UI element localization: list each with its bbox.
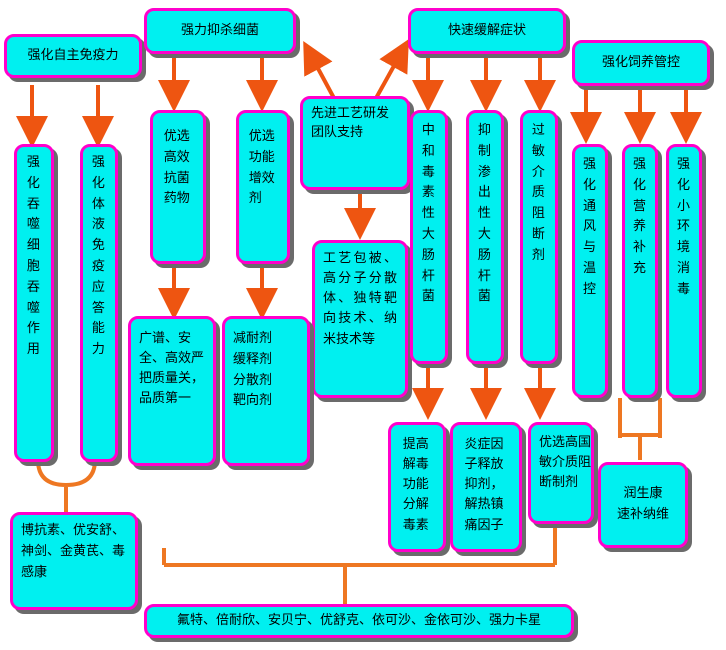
node-nutrition: 强化营养补充 xyxy=(622,144,658,398)
node-rapid-relief: 快速缓解症状 xyxy=(408,8,566,54)
node-strengthen-immunity: 强化自主免疫力 xyxy=(4,34,142,78)
node-import-allergy: 优选高国敏介质阻断制剂 xyxy=(528,422,594,524)
node-allergy-blocker: 过敏介质阻断剂 xyxy=(520,110,558,364)
bracket-connector xyxy=(162,525,557,605)
node-inhibit-bacteria: 强力抑杀细菌 xyxy=(144,8,296,54)
node-ventilation: 强化通风与温控 xyxy=(572,144,608,398)
node-nutrition-product: 润生康 速补纳维 xyxy=(598,462,688,548)
node-rd-team: 先进工艺研发团队支持 xyxy=(300,96,410,190)
node-immunity-products: 博抗素、优安舒、神剑、金黄芪、毒感康 xyxy=(10,512,138,610)
node-phagocyte: 强化吞噬细胞吞噬作用 xyxy=(14,144,54,462)
node-synergist: 优选功能增效剂 xyxy=(236,110,290,264)
node-broad-spectrum: 广谱、安全、高效严把质量关，品质第一 xyxy=(128,316,216,466)
bracket-connector xyxy=(618,398,662,460)
bracket-connector xyxy=(36,459,97,515)
node-disinfection: 强化小环境消毒 xyxy=(666,144,702,398)
node-detox: 提高解毒功能分解毒素 xyxy=(388,422,446,552)
arrow xyxy=(373,39,409,101)
node-antibacterial-drugs: 优选高效抗菌药物 xyxy=(150,110,206,264)
node-slow-release: 减耐剂 缓释剂 分散剂 靶向剂 xyxy=(222,316,310,466)
node-neutralize-toxin: 中和毒素性大肠杆菌 xyxy=(410,110,448,364)
node-inhibit-exudation: 抑制渗出性大肠杆菌 xyxy=(466,110,504,364)
node-feeding-management: 强化饲养管控 xyxy=(572,40,710,86)
node-humoral-immunity: 强化体液免疫应答能力 xyxy=(80,144,118,462)
node-process-tech: 工艺包被、高分子分散体、独特靶向技术、纳米技术等 xyxy=(312,240,408,398)
node-anti-inflammatory: 炎症因子释放抑剂，解热镇痛因子 xyxy=(450,422,522,552)
node-product-list: 氟特、倍耐欣、安贝宁、优舒克、依可沙、金依可沙、强力卡星 xyxy=(144,604,574,638)
arrow xyxy=(303,40,337,101)
